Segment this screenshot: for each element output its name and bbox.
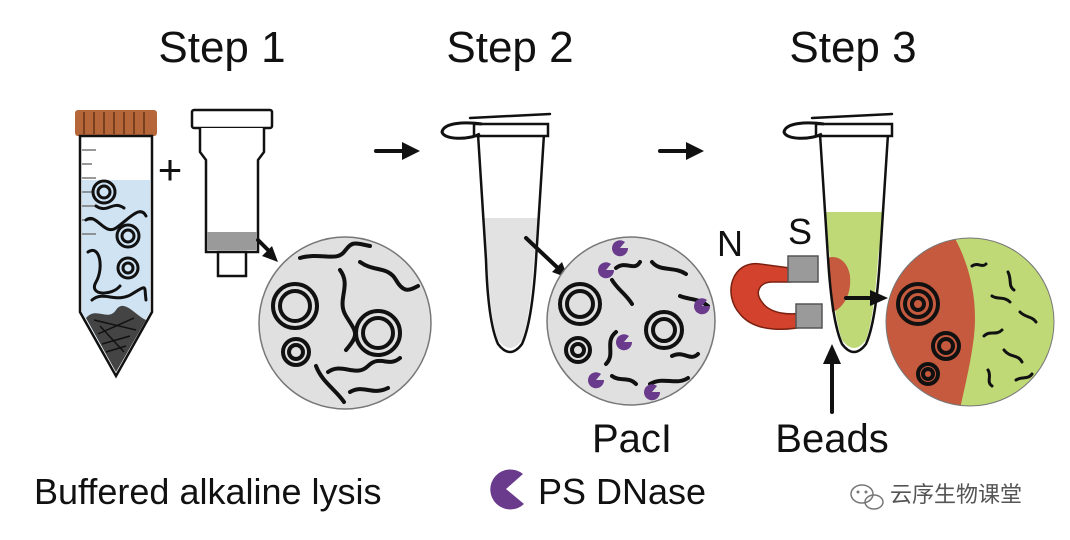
zoom-3-bead-region: [886, 238, 975, 406]
pellet-texture: [93, 317, 137, 353]
plus-sign: +: [158, 146, 183, 193]
zoom-arrow-3-head: [870, 290, 888, 306]
column-tip: [216, 250, 248, 278]
magnet-pole-bottom: [795, 303, 823, 329]
tube-pellet: [86, 305, 146, 372]
dnase-label: PS DNase: [538, 471, 706, 512]
zoom-3-fragments: [970, 262, 1038, 388]
dnase-pacman-icon: [490, 469, 524, 510]
spin-column: [190, 108, 274, 278]
zoom-circle-1: [258, 236, 432, 410]
step-3-title: Step 3: [789, 23, 916, 72]
microtube-2-lid-top: [468, 112, 552, 120]
tube-dna-strands: [84, 179, 148, 302]
magnet-north-label: N: [717, 223, 743, 264]
microtube-step2: [440, 112, 552, 354]
microtube-2-lid: [440, 121, 483, 140]
zoom-3-captured-dna: [896, 282, 961, 386]
zoom-1-dna: [271, 241, 420, 404]
beads-label: Beads: [775, 417, 888, 461]
zoom-arrow-2: [524, 236, 562, 272]
tube-body: [78, 134, 154, 379]
tube-graduations: [82, 149, 96, 235]
step-arrow-1-head: [402, 142, 420, 160]
microtube-3-lid: [782, 121, 825, 140]
zoom-circle-3-outline: [885, 237, 1055, 407]
beads-pointer-arrow-head: [823, 344, 841, 364]
tube-cap-ridges: [83, 112, 145, 134]
microtube-2-liquid: [482, 218, 540, 348]
lysis-label: Buffered alkaline lysis: [34, 471, 382, 512]
microtube-2-body: [476, 132, 546, 354]
zoom-2-dna: [558, 260, 710, 386]
microtube-3-lid-top: [810, 112, 894, 120]
microtube-step3: [782, 112, 894, 354]
column-top: [190, 108, 274, 130]
magnet-icon: [730, 255, 823, 330]
dnase-enzymes: [588, 240, 711, 401]
magnet-south-label: S: [788, 211, 812, 252]
conical-tube: [75, 110, 157, 379]
step-arrow-2-head: [686, 142, 704, 160]
zoom-circle-2: [546, 236, 716, 406]
zoom-circle-2-bg: [546, 236, 716, 406]
microtube-3-liquid: [824, 212, 884, 348]
zoom-circle-1-bg: [258, 236, 432, 410]
column-filter: [207, 232, 257, 250]
watermark-text: 云序生物课堂: [890, 482, 1022, 507]
microtube-3-rim: [814, 122, 894, 138]
step-2-title: Step 2: [446, 23, 573, 72]
microtube-2-rim: [472, 122, 550, 138]
wechat-icon: [850, 484, 884, 510]
zoom-arrow-1-head: [262, 246, 278, 262]
paci-label: PacI: [592, 417, 672, 461]
tube-cap: [75, 110, 157, 136]
zoom-circle-3: [885, 237, 1055, 407]
step-1-title: Step 1: [158, 23, 285, 72]
magnet-pole-top: [787, 255, 819, 283]
